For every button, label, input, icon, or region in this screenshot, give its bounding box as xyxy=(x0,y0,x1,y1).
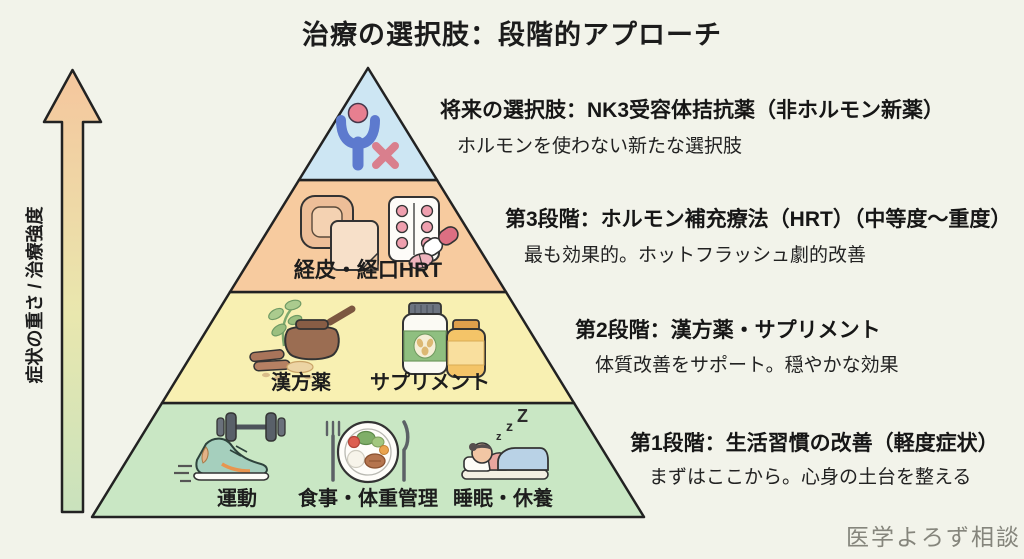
label-sleep: 睡眠・休養 xyxy=(453,488,553,510)
description-step3: 最も効果的。ホットフラッシュ劇的改善 xyxy=(524,245,867,266)
pill-sheet-icon xyxy=(388,196,459,270)
label-exercise: 運動 xyxy=(217,488,257,510)
pyramid-level-step2 xyxy=(160,290,576,405)
description-future: ホルモンを使わない新たな選択肢 xyxy=(457,136,743,157)
watermark: 医学よろず相談 xyxy=(846,525,1021,550)
label-hrt: 経皮・経口HRT xyxy=(293,259,443,282)
person-no-hormone-icon xyxy=(336,102,399,171)
page-title: 治療の選択肢：段階的アプローチ xyxy=(302,20,722,50)
svg-text:Z: Z xyxy=(517,406,528,426)
axis-label: 症状の重さ / 治療強度 xyxy=(25,206,45,384)
description-step1: まずはここから。心身の土台を整える xyxy=(649,467,972,488)
sleep-icon: z z Z xyxy=(461,406,549,480)
heading-step3: 第3段階：ホルモン補充療法（HRT）（中等度～重度） xyxy=(505,208,1012,231)
supplement-icon xyxy=(402,302,486,378)
hrt-patch-icon xyxy=(300,195,379,271)
exercise-icon xyxy=(174,412,286,483)
heading-step2: 第2段階：漢方薬・サプリメント xyxy=(575,319,881,342)
heading-step1: 第1段階：生活習慣の改善（軽度症状） xyxy=(630,432,999,455)
label-supplement: サプリメント xyxy=(370,372,490,394)
label-kampo: 漢方薬 xyxy=(271,372,331,394)
kampo-icon xyxy=(249,299,356,381)
svg-text:z: z xyxy=(496,431,502,443)
description-step2: 体質改善をサポート。穏やかな効果 xyxy=(595,355,899,376)
pyramid-level-future xyxy=(297,66,439,182)
intensity-arrow xyxy=(42,68,103,514)
heading-future: 将来の選択肢：NK3受容体拮抗薬（非ホルモン新薬） xyxy=(440,99,945,122)
label-meal: 食事・体重管理 xyxy=(298,488,438,510)
meal-icon xyxy=(325,420,410,484)
svg-text:z: z xyxy=(506,418,513,434)
